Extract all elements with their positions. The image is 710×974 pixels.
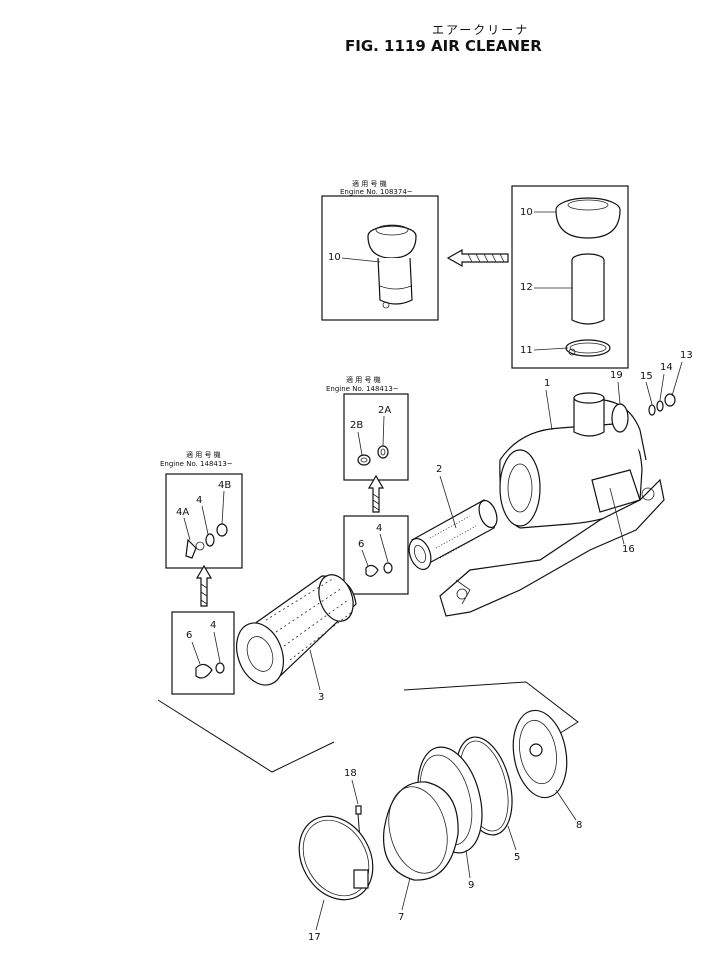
callout-6-mid: 6: [358, 539, 364, 550]
title-japanese: エアークリーナ: [432, 23, 529, 37]
inset-top-engine-label: Engine No. 108374~: [340, 188, 413, 196]
end-cap-8: [512, 709, 568, 799]
frame-16: [439, 478, 665, 617]
callout-13: 13: [680, 350, 693, 361]
callout-15: 15: [640, 371, 653, 382]
callout-4-mid: 4: [376, 523, 382, 534]
callout-18: 18: [344, 768, 357, 779]
dust-cup-7: [382, 781, 459, 881]
inset-mid-engine-label: Engine No. 148413~: [326, 385, 399, 393]
callout-19: 19: [610, 370, 623, 381]
pre-cleaner-long-part: [367, 224, 417, 309]
callout-4A: 4A: [176, 507, 189, 518]
washers-13-14-15: [648, 393, 676, 416]
pre-cleaner-cap-part: [555, 197, 621, 239]
wing-nut-6-left: [195, 663, 213, 679]
inset-box-mid: [343, 393, 409, 481]
callout-17: 17: [308, 932, 321, 943]
inset-box-mid-lower: [343, 515, 409, 595]
callout-4B: 4B: [218, 480, 231, 491]
callout-14: 14: [660, 362, 673, 373]
callout-2: 2: [436, 464, 442, 475]
washer-4-left-lower: [215, 662, 225, 674]
inner-element-2: [408, 499, 498, 571]
inset-mid-applicable-label: 適 用 号 機: [346, 375, 381, 384]
callout-11: 11: [520, 345, 533, 356]
callout-3: 3: [318, 692, 324, 703]
callout-1: 1: [544, 378, 550, 389]
outer-element-3: [236, 574, 357, 686]
callout-16: 16: [622, 544, 635, 555]
clamp-19: [611, 403, 629, 433]
callout-5: 5: [514, 852, 520, 863]
callout-4-left-lower: 4: [210, 620, 216, 631]
group-bracket-left: [157, 699, 335, 773]
air-cleaner-body-1: [499, 392, 647, 529]
callout-2A: 2A: [378, 405, 391, 416]
inset-top-applicable-label: 適 用 号 機: [352, 179, 387, 188]
pipe-part: [571, 253, 605, 325]
arrow-up-left: [195, 564, 213, 607]
arrow-up-mid: [367, 474, 385, 513]
callout-4-left: 4: [196, 495, 202, 506]
inset-box-top-right: [511, 185, 629, 369]
callout-2B: 2B: [350, 420, 363, 431]
figure-title: FIG. 1119 AIR CLEANER: [345, 37, 542, 55]
callouts: 10 10 12 11 13 14 15 19 1 2A 2B 2 16 4 6…: [176, 207, 693, 943]
inset-left-engine-label: Engine No. 148413~: [160, 460, 233, 468]
inset-box-left-lower: [171, 611, 235, 695]
callout-6-left: 6: [186, 630, 192, 641]
washer-4B: [216, 523, 228, 537]
nut-2B: [357, 454, 371, 466]
band-clamp-17: [298, 815, 374, 901]
inset-box-top-left: [321, 195, 439, 321]
callout-12: 12: [520, 282, 533, 293]
wing-nut-6-mid: [365, 564, 379, 577]
clamp-part-top: [565, 339, 611, 357]
washer-2A: [377, 445, 389, 459]
callout-9: 9: [468, 880, 474, 891]
callout-10-left: 10: [328, 252, 341, 263]
wing-nut-4A: [185, 538, 205, 559]
callout-10-right: 10: [520, 207, 533, 218]
callout-7: 7: [398, 912, 404, 923]
washer-4-mid: [383, 562, 393, 574]
inset-left-applicable-label: 適 用 号 機: [186, 450, 221, 459]
callout-8: 8: [576, 820, 582, 831]
washer-4-left: [205, 533, 215, 547]
arrow-left: [446, 248, 509, 268]
